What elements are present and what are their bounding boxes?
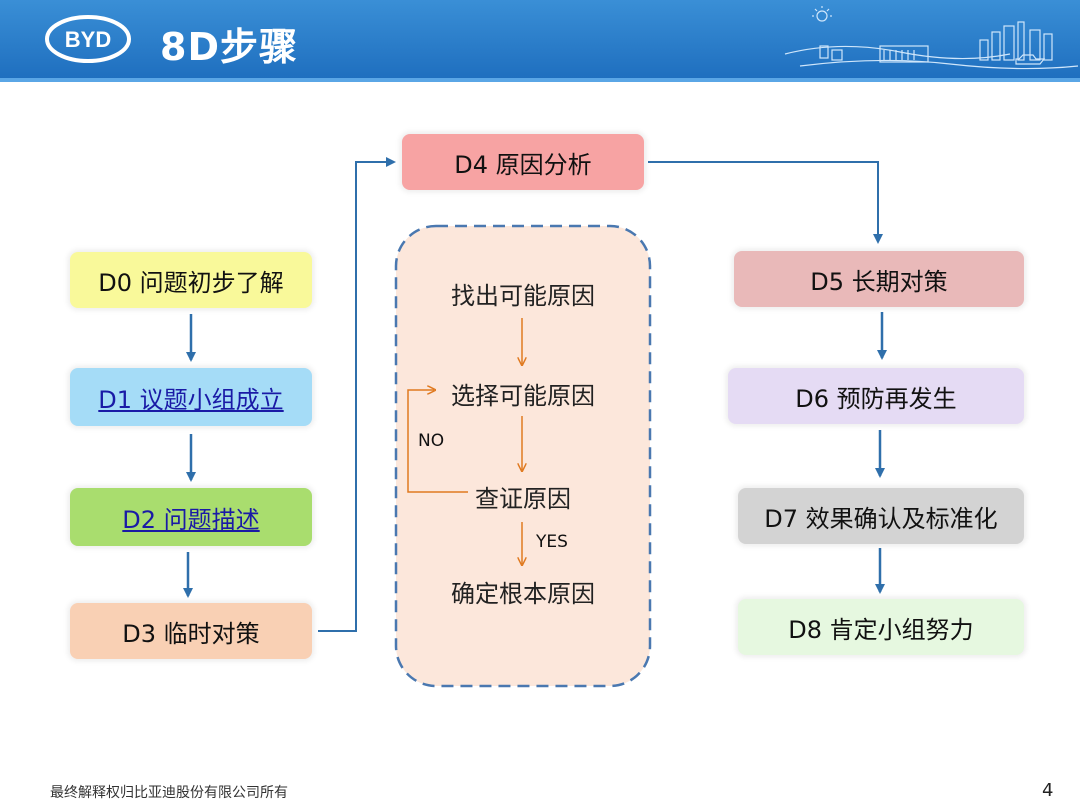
- step-d6-label: D6 预防再发生: [795, 384, 957, 413]
- step-d4: D4 原因分析: [402, 134, 644, 190]
- header-bar: [0, 0, 1080, 78]
- skyline-illustration: [784, 6, 1079, 70]
- page-number: 4: [1042, 780, 1054, 801]
- step-d7-label: D7 效果确认及标准化: [764, 504, 998, 533]
- step-d3-label: D3 临时对策: [122, 619, 260, 648]
- step-d0-label: D0 问题初步了解: [98, 268, 284, 297]
- step-d0: D0 问题初步了解: [70, 252, 312, 308]
- step-d2-label[interactable]: D2 问题描述: [122, 505, 260, 534]
- step-d2-link[interactable]: D2 问题描述: [70, 488, 312, 546]
- yes-label: YES: [536, 532, 568, 552]
- copyright-footer: 最终解释权归比亚迪股份有限公司所有: [50, 785, 288, 801]
- analysis-step-find: 找出可能原因: [451, 282, 595, 310]
- arrow-d3-d4: [318, 157, 396, 632]
- no-label: NO: [418, 431, 445, 451]
- step-d5-label: D5 长期对策: [810, 267, 948, 296]
- step-d5: D5 长期对策: [734, 251, 1024, 307]
- arrow-no-loop: [407, 390, 468, 493]
- header-underline: [0, 78, 1080, 82]
- page-title: 8D步骤: [160, 25, 298, 69]
- step-d8-label: D8 肯定小组努力: [788, 615, 974, 644]
- byd-logo: BYD: [45, 15, 131, 63]
- analysis-step-verify: 查证原因: [475, 485, 571, 513]
- step-d1-link[interactable]: D1 议题小组成立: [70, 368, 312, 426]
- step-d8: D8 肯定小组努力: [738, 599, 1024, 655]
- step-d6: D6 预防再发生: [728, 368, 1024, 424]
- step-d3: D3 临时对策: [70, 603, 312, 659]
- step-d1-label[interactable]: D1 议题小组成立: [98, 385, 284, 414]
- step-d7: D7 效果确认及标准化: [738, 488, 1024, 544]
- arrow-d4-d5: [648, 161, 883, 244]
- analysis-step-root: 确定根本原因: [451, 580, 595, 608]
- analysis-step-select: 选择可能原因: [451, 382, 595, 410]
- logo-text: BYD: [65, 27, 111, 52]
- step-d4-label: D4 原因分析: [454, 150, 592, 179]
- analysis-container: [394, 224, 652, 688]
